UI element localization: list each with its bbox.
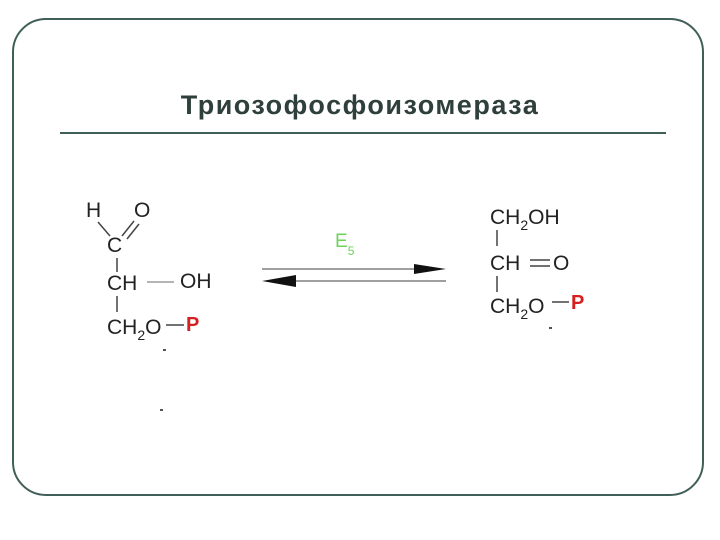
title-underline bbox=[60, 132, 666, 134]
ch2oh-subscript: 2 bbox=[520, 217, 528, 233]
stray-dot bbox=[160, 409, 163, 411]
stray-dot bbox=[549, 327, 552, 329]
phosphate-label: P bbox=[571, 292, 584, 314]
carbonyl-c-label: C bbox=[107, 234, 122, 257]
ch2o-ch: CH bbox=[490, 295, 520, 318]
ch2o-ch: CH bbox=[107, 316, 137, 339]
slide-title: Триозофосфоизомераза bbox=[180, 90, 540, 120]
equilibrium-arrows: E5 bbox=[262, 231, 446, 287]
ch2o-subscript: 2 bbox=[137, 327, 145, 343]
ch2oh-ch: CH bbox=[490, 206, 520, 229]
phosphate-label: P bbox=[186, 314, 199, 336]
aldehyde-h-label: H bbox=[86, 199, 101, 222]
ch2o-o: O bbox=[528, 295, 544, 318]
enzyme-label: E5 bbox=[335, 231, 355, 258]
bond-h-c bbox=[97, 221, 111, 237]
reverse-arrowhead bbox=[262, 275, 296, 287]
slide-frame bbox=[12, 18, 704, 496]
forward-arrowhead bbox=[414, 264, 446, 274]
hydroxyl-label: OH bbox=[180, 270, 212, 293]
ch2o-subscript: 2 bbox=[520, 306, 528, 322]
ch2oh-group-label: CH2OH bbox=[490, 206, 560, 233]
substrate-structure: H O C CH OH CH2O P bbox=[86, 199, 212, 411]
ch2o-o: O bbox=[145, 316, 161, 339]
keto-o-label: O bbox=[553, 252, 569, 275]
ch-label: CH bbox=[490, 252, 520, 275]
ch2o-group-label: CH2O bbox=[107, 316, 161, 343]
enzyme-subscript: 5 bbox=[348, 244, 355, 258]
ch2o-group-label: CH2O bbox=[490, 295, 544, 322]
product-structure: CH2OH CH O CH2O P bbox=[490, 206, 584, 329]
aldehyde-o-label: O bbox=[134, 199, 150, 222]
stray-dot bbox=[163, 349, 166, 351]
ch-label: CH bbox=[107, 272, 137, 295]
enzyme-e: E bbox=[335, 231, 348, 252]
bond-c-o-double-1 bbox=[121, 220, 135, 237]
ch2oh-oh: OH bbox=[528, 206, 560, 229]
bond-c-o-double-2 bbox=[126, 223, 140, 240]
